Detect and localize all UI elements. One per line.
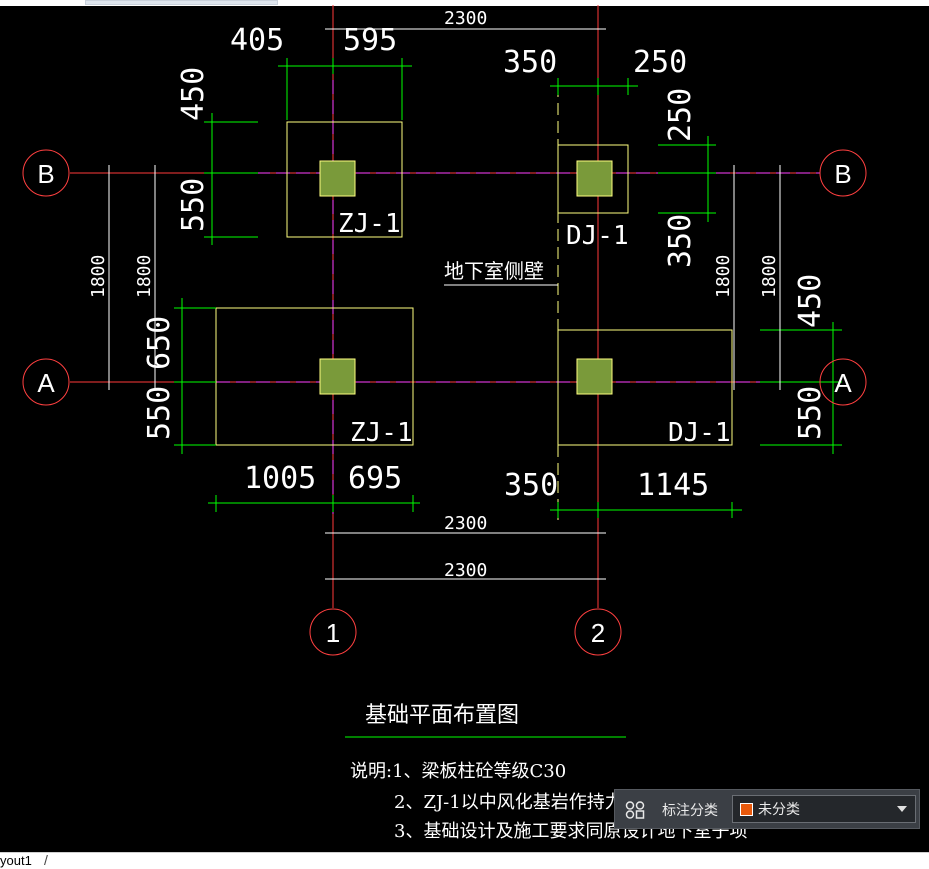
dim-550-left-top: 550 xyxy=(176,178,211,232)
dim-350-top: 350 xyxy=(503,45,557,80)
grid-label-a-right: A xyxy=(834,368,852,398)
dim-350-bottom: 350 xyxy=(504,468,558,503)
dim-2300-top: 2300 xyxy=(444,8,487,29)
grid-bubble-b-left xyxy=(22,149,70,197)
grid-bubble-b-right xyxy=(819,149,867,197)
dimension-texts: 405 595 2300 350 250 450 550 650 550 180… xyxy=(88,8,828,581)
dim-550-right: 550 xyxy=(793,386,828,440)
column-b1 xyxy=(319,160,356,197)
tab-separator: / xyxy=(44,852,48,868)
dim-450-left: 450 xyxy=(176,67,211,121)
annotation-category-label: 标注分类 xyxy=(662,802,718,818)
annotation-category-panel: 标注分类 未分类 xyxy=(614,789,920,829)
grid-label-b-left: B xyxy=(37,159,54,189)
layout-tab[interactable]: yout1 xyxy=(0,853,32,868)
column-b2 xyxy=(576,160,613,197)
dim-1800-left-inner: 1800 xyxy=(134,255,155,298)
footing-dj-top xyxy=(557,144,629,214)
status-bar: yout1 / xyxy=(0,852,929,869)
drawing-title: 基础平面布置图 xyxy=(365,703,519,728)
column-a2 xyxy=(576,358,613,395)
dim-650-left: 650 xyxy=(142,316,177,370)
footing-zj-bottom xyxy=(215,307,414,446)
grid-label-1: 1 xyxy=(326,618,340,648)
dim-450-right: 450 xyxy=(793,274,828,328)
column-a1 xyxy=(319,358,356,395)
axis-dimension-lines xyxy=(108,28,781,580)
category-color-swatch xyxy=(740,803,753,816)
drawing-title-block: 基础平面布置图 说明:1、梁板柱砼等级C30 2、ZJ-1以中风化基岩作持力层 … xyxy=(345,703,747,842)
dimension-lines xyxy=(174,58,842,518)
category-grid-icon[interactable] xyxy=(625,801,645,819)
dim-595: 595 xyxy=(343,23,397,58)
grid-label-2: 2 xyxy=(591,618,605,648)
footing-label-dj-top: DJ-1 xyxy=(566,221,629,251)
note-line-2: 2、ZJ-1以中风化基岩作持力层 xyxy=(394,792,641,813)
dim-350-right: 350 xyxy=(663,214,698,268)
footing-label-zj-top: ZJ-1 xyxy=(338,209,401,239)
grid-bubble-1 xyxy=(309,608,357,656)
footing-dj-bottom xyxy=(557,329,733,446)
dim-1005: 1005 xyxy=(244,461,316,496)
grid-bubble-2 xyxy=(574,608,622,656)
dim-550-left-bottom: 550 xyxy=(142,386,177,440)
dim-1800-right-inner: 1800 xyxy=(713,255,734,298)
top-toolbar-strip xyxy=(0,0,929,6)
footing-label-zj-bottom: ZJ-1 xyxy=(350,418,413,448)
footing-label-dj-bottom: DJ-1 xyxy=(668,418,731,448)
grid-label-b-right: B xyxy=(834,159,851,189)
grid-bubbles: B B A A 1 2 xyxy=(22,149,867,656)
dim-1800-left-outer: 1800 xyxy=(88,255,109,298)
chevron-down-icon[interactable] xyxy=(897,806,907,812)
active-tab-strip[interactable] xyxy=(85,0,278,5)
dim-405: 405 xyxy=(230,23,284,58)
note-line-1: 说明:1、梁板柱砼等级C30 xyxy=(350,761,566,782)
dim-2300-bottom-b: 2300 xyxy=(444,560,487,581)
dim-250-right: 250 xyxy=(663,88,698,142)
grid-label-a-left: A xyxy=(37,368,55,398)
basement-wall-label: 地下室侧壁 xyxy=(444,259,544,283)
dim-250-top: 250 xyxy=(633,45,687,80)
grid-bubble-a-left xyxy=(22,358,70,406)
footings: ZJ-1 DJ-1 ZJ-1 DJ-1 xyxy=(215,121,733,448)
annotation-category-value: 未分类 xyxy=(758,801,800,817)
dim-695: 695 xyxy=(348,461,402,496)
annotation-category-select[interactable]: 未分类 xyxy=(732,795,916,823)
basement-wall: 地下室侧壁 xyxy=(444,85,559,520)
dim-1145: 1145 xyxy=(637,468,709,503)
dim-2300-bottom-a: 2300 xyxy=(444,513,487,534)
dim-1800-right-outer: 1800 xyxy=(759,255,780,298)
grid-bubble-a-right xyxy=(819,358,867,406)
footing-zj-top xyxy=(286,121,403,238)
